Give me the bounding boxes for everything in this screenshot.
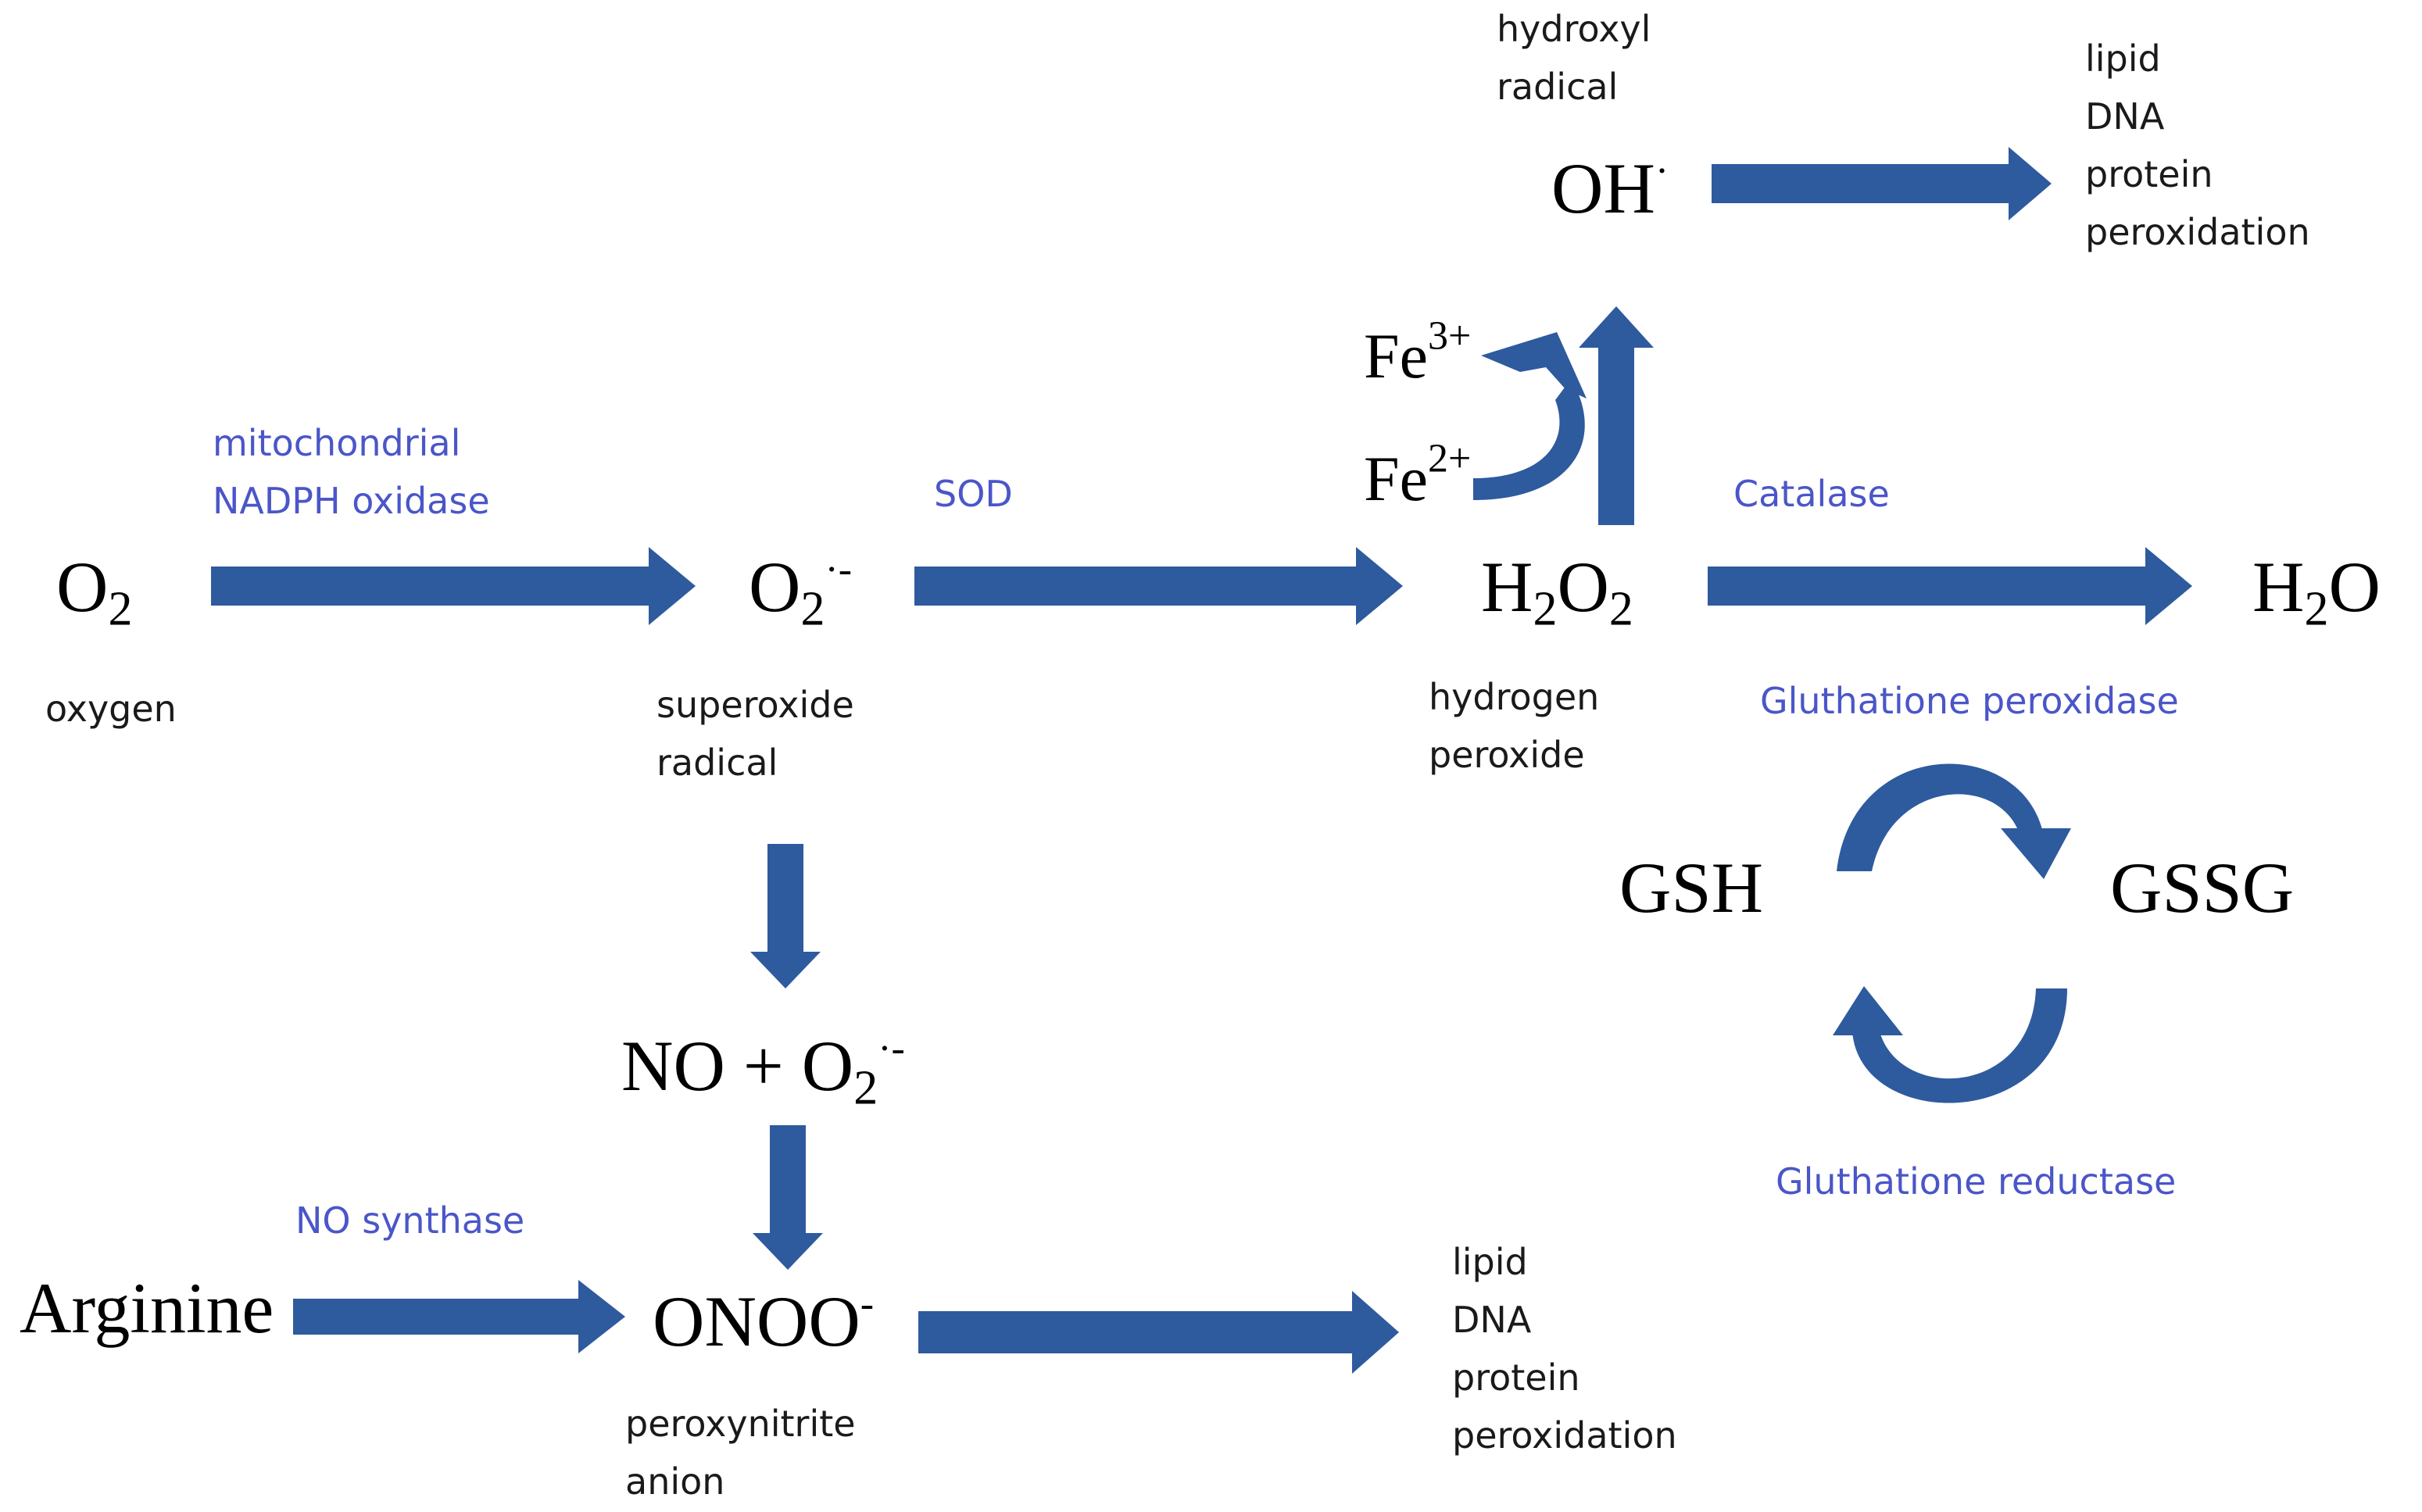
label-oxygen: oxygen [45, 688, 177, 730]
arrow-onoo-to-damage [918, 1291, 1399, 1374]
species-arginine: Arginine [20, 1268, 274, 1348]
species-o2: O2 [56, 547, 133, 636]
species-superoxide: O2·- [749, 547, 853, 636]
arrow-superoxide-down [750, 844, 821, 988]
species-gsh: GSH [1619, 848, 1764, 928]
arrow-o2-to-superoxide [211, 547, 696, 625]
species-oh: OH· [1551, 148, 1669, 228]
species-h2o2: H2O2 [1481, 547, 1633, 636]
arrow-no-to-onoo [753, 1125, 823, 1270]
enzyme-glutathione-reductase: Gluthatione reductase [1776, 1160, 2177, 1203]
species-fe3: Fe3+ [1364, 313, 1472, 391]
enzyme-mito-nadph-oxidase: mitochondrial NADPH oxidase [213, 422, 490, 522]
label-damage-bottom: lipid DNA protein peroxidation [1452, 1241, 1677, 1457]
arrow-superoxide-to-h2o2 [914, 547, 1403, 625]
arrow-fe-cycle-head [1481, 332, 1587, 399]
arrow-gssg-to-gsh-head [1833, 986, 1903, 1035]
species-h2o: H2O [2252, 547, 2381, 636]
label-damage-top: lipid DNA protein peroxidation [2085, 38, 2310, 253]
arrow-gsh-to-gssg-head [2001, 828, 2071, 879]
species-no-plus-o2: NO + O2·- [621, 1026, 905, 1115]
enzyme-no-synthase: NO synthase [295, 1199, 525, 1242]
arrow-h2o2-to-h2o [1708, 547, 2192, 625]
arrow-gsh-to-gssg [1837, 763, 2044, 871]
label-hydroxyl-radical: hydroxyl radical [1497, 8, 1651, 108]
enzyme-glutathione-peroxidase: Gluthatione peroxidase [1760, 680, 2179, 722]
arrow-arginine-to-onoo [293, 1280, 625, 1353]
arrow-oh-to-damage [1712, 147, 2052, 220]
label-peroxynitrite-anion: peroxynitrite anion [625, 1403, 856, 1503]
arrow-fe-cycle [1473, 379, 1585, 500]
label-superoxide-radical: superoxide radical [656, 684, 854, 784]
species-gssg: GSSG [2110, 848, 2295, 928]
arrow-h2o2-to-oh [1579, 306, 1654, 525]
enzyme-sod: SOD [934, 473, 1013, 515]
species-fe2: Fe2+ [1364, 436, 1472, 514]
species-onoo: ONOO- [653, 1281, 875, 1361]
label-hydrogen-peroxide: hydrogen peroxide [1429, 676, 1600, 776]
arrow-gssg-to-gsh [1852, 988, 2067, 1103]
enzyme-catalase: Catalase [1733, 473, 1890, 515]
